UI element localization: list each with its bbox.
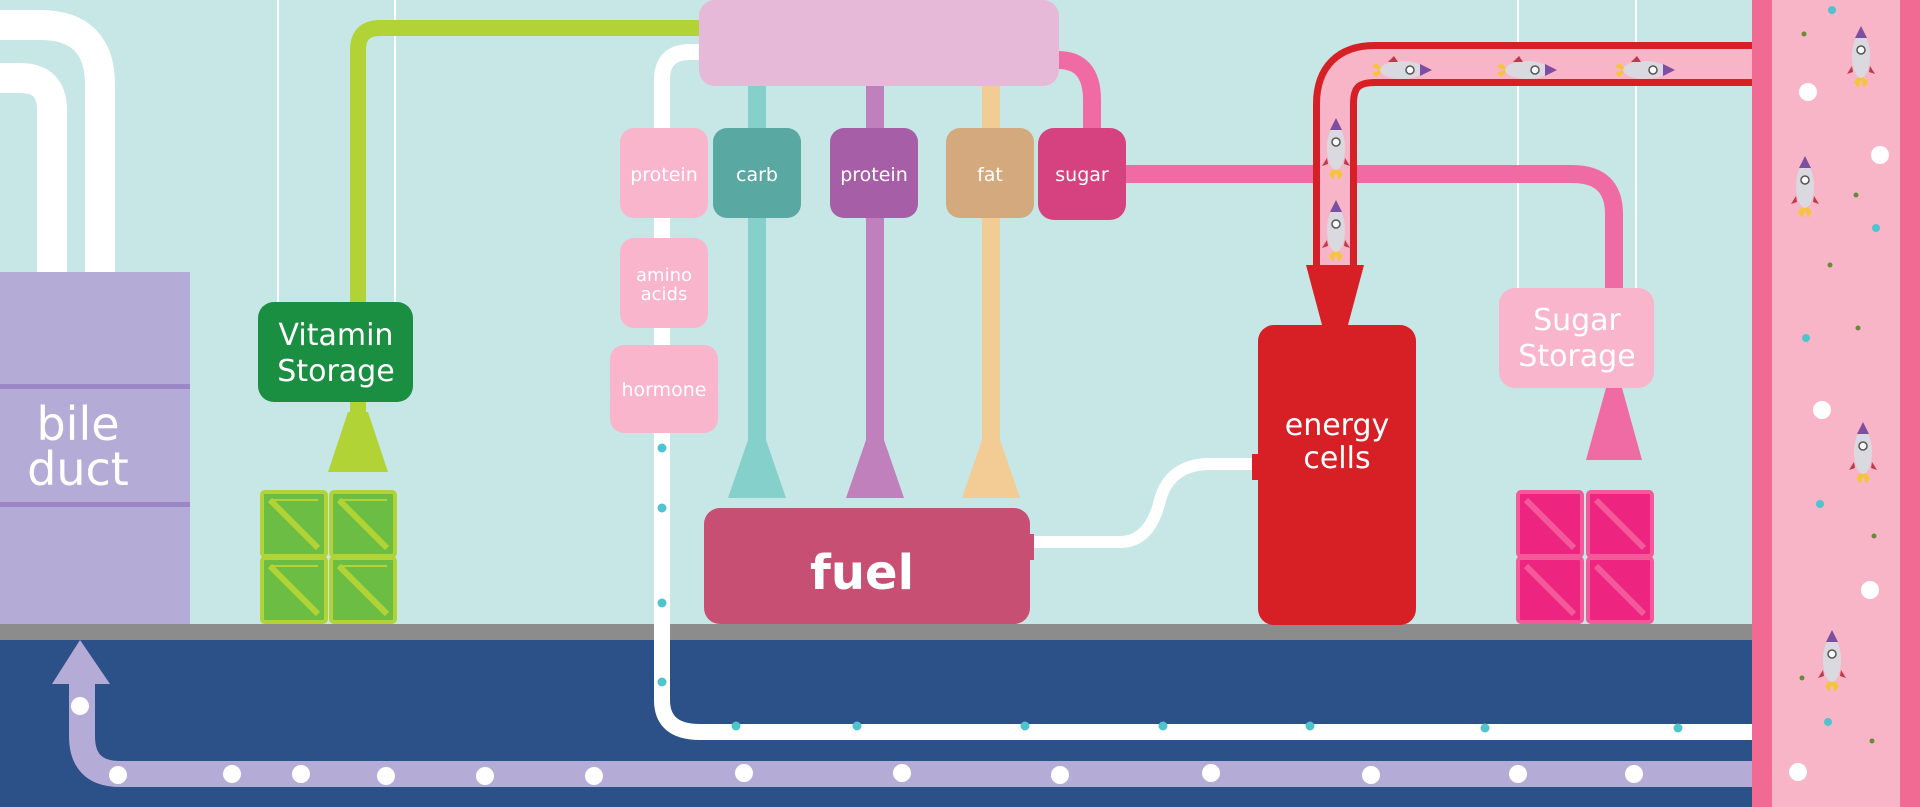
fat-funnel-icon bbox=[962, 440, 1020, 498]
energy-funnel-icon bbox=[1306, 265, 1364, 325]
protein-funnel-icon bbox=[846, 440, 904, 498]
tile-protein-pink: protein bbox=[620, 128, 708, 218]
tile-amino-acids: amino acids bbox=[620, 238, 708, 328]
tile-protein-pink-label: protein bbox=[630, 164, 698, 186]
sugar-funnel-icon bbox=[1586, 388, 1642, 460]
tile-carb: carb bbox=[713, 128, 801, 218]
sugar-storage-sign: Sugar Storage bbox=[1499, 288, 1654, 388]
amino-acids-line1: amino bbox=[636, 265, 692, 286]
bile-duct-tank: bile duct bbox=[0, 272, 190, 624]
carb-funnel-icon bbox=[728, 440, 786, 498]
tile-hormone-label: hormone bbox=[621, 379, 706, 401]
tile-fat-label: fat bbox=[977, 164, 1003, 186]
crate-icon bbox=[1518, 558, 1582, 622]
tile-sugar-label: sugar bbox=[1055, 164, 1109, 186]
crate-icon bbox=[262, 558, 326, 622]
sugar-pipe-top bbox=[1057, 51, 1101, 140]
tile-hormone: hormone bbox=[610, 345, 718, 433]
vitamin-storage-line2: Storage bbox=[277, 354, 394, 389]
bile-duct-line1: bile bbox=[36, 397, 119, 451]
tile-sugar: sugar bbox=[1038, 128, 1126, 220]
crate-icon bbox=[331, 558, 395, 622]
crate-icon bbox=[1588, 492, 1652, 556]
fuel-to-energy-pipe bbox=[1034, 458, 1258, 548]
bile-pipe-inner bbox=[0, 63, 67, 272]
crate-icon bbox=[262, 492, 326, 556]
bile-arrow-icon bbox=[52, 640, 110, 684]
blood-pipe-inner bbox=[1320, 49, 1755, 270]
tile-carb-label: carb bbox=[736, 164, 778, 186]
amino-acids-line2: acids bbox=[641, 284, 688, 305]
fuel-label: fuel bbox=[810, 545, 914, 601]
crate-icon bbox=[1518, 492, 1582, 556]
fuel-tank: fuel bbox=[704, 508, 1034, 624]
blood-particles bbox=[1789, 6, 1889, 781]
tile-protein-purple-label: protein bbox=[840, 164, 908, 186]
vitamin-funnel-icon bbox=[328, 412, 388, 472]
floor-edge bbox=[0, 624, 1755, 640]
vitamin-storage-sign: Vitamin Storage bbox=[258, 302, 413, 402]
sugar-storage-pipe bbox=[1120, 165, 1623, 300]
tile-fat: fat bbox=[946, 128, 1034, 218]
bile-pipe-outer bbox=[0, 10, 115, 272]
bile-pellets bbox=[71, 697, 1643, 785]
tile-protein-purple: protein bbox=[830, 128, 918, 218]
distribution-tank bbox=[699, 0, 1059, 86]
vitamin-pipe bbox=[350, 20, 712, 415]
sugar-storage-line1: Sugar bbox=[1533, 303, 1621, 338]
return-pipe-pellets bbox=[657, 443, 1683, 733]
crate-icon bbox=[1588, 558, 1652, 622]
sugar-storage-line2: Storage bbox=[1518, 339, 1635, 374]
energy-cells-tank: energy cells bbox=[1252, 325, 1416, 625]
energy-cells-line2: cells bbox=[1303, 441, 1370, 476]
energy-cells-line1: energy bbox=[1285, 408, 1390, 443]
vitamin-storage-line1: Vitamin bbox=[279, 318, 394, 353]
crate-icon bbox=[331, 492, 395, 556]
bile-duct-line2: duct bbox=[27, 442, 129, 496]
